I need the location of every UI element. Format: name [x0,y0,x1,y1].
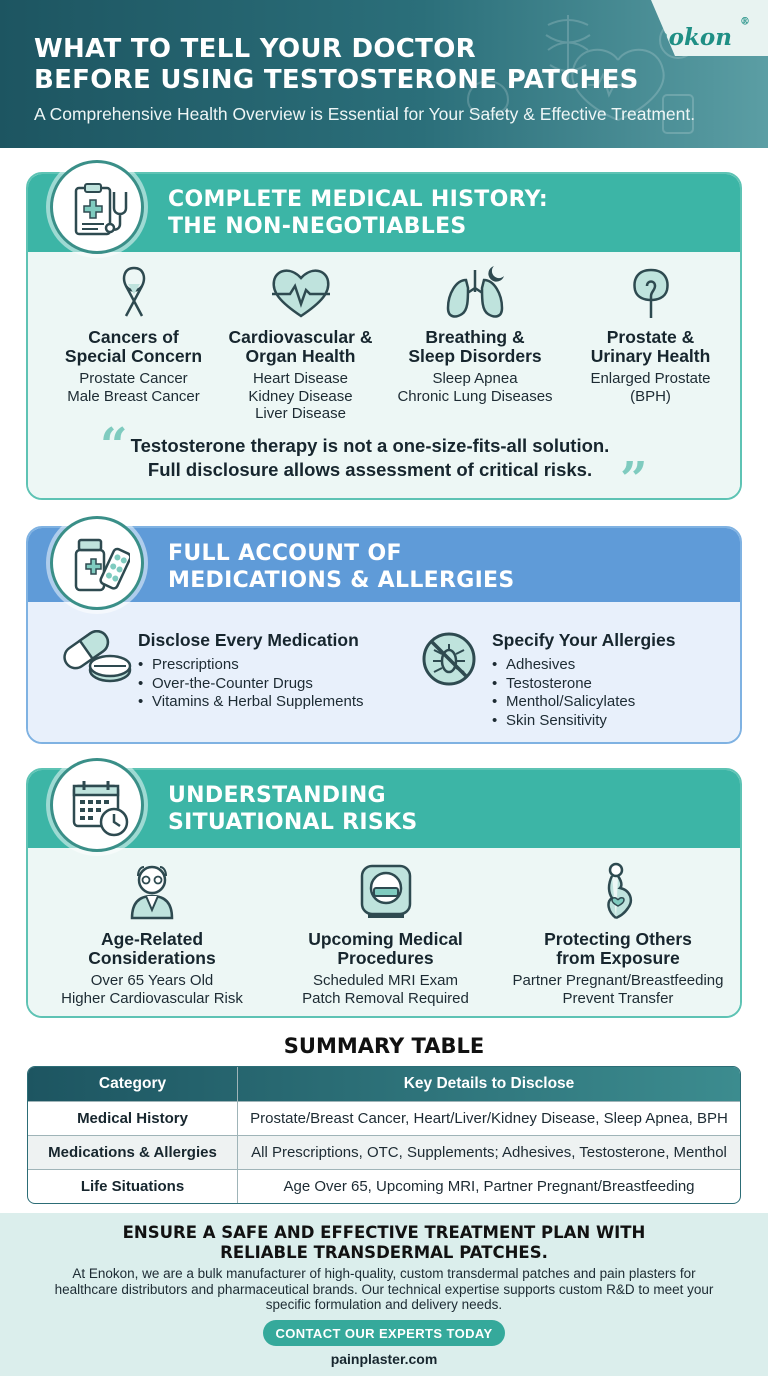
table-cell-category: Medical History [28,1102,238,1135]
title-line-1: WHAT TO TELL YOUR DOCTOR [34,34,476,64]
medical-history-card: COMPLETE MEDICAL HISTORY: THE NON-NEGOTI… [26,172,742,500]
lungs-moon-icon [446,266,504,318]
page-subtitle: A Comprehensive Health Overview is Essen… [34,104,696,124]
footer: ENSURE A SAFE AND EFFECTIVE TREATMENT PL… [0,1213,768,1376]
section-title: COMPLETE MEDICAL HISTORY: THE NON-NEGOTI… [168,187,549,239]
table-header-cell: Key Details to Disclose [403,1075,575,1092]
column-items: Sleep Apnea Chronic Lung Diseases [397,370,553,405]
footer-text: At Enokon, we are a bulk manufacturer of… [54,1266,714,1312]
history-column-cancers: Cancers of Special Concern Prostate Canc… [46,264,221,405]
situational-risks-card: UNDERSTANDING SITUATIONAL RISKS Age-Rela… [26,768,742,1018]
section-title: FULL ACCOUNT OF MEDICATIONS & ALLERGIES [168,541,515,593]
table-header-cell: Category [28,1067,238,1101]
pills-icon [63,629,132,683]
section-header [28,174,740,252]
table-row: Medications & Allergies All Prescription… [28,1135,740,1169]
history-quote: Testosterone therapy is not a one-size-f… [130,435,610,480]
column-items: Enlarged Prostate (BPH) [590,370,711,405]
table-cell-category: Life Situations [28,1170,238,1203]
column-title: Prostate & Urinary Health [590,327,711,366]
list-item: Prescriptions [138,656,408,675]
column-items: Over 65 Years Old Higher Cardiovascular … [61,972,243,1007]
column-title: Cardiovascular & Organ Health [228,327,373,366]
elderly-man-icon [130,865,174,920]
section-title: UNDERSTANDING SITUATIONAL RISKS [168,783,418,835]
medications-card: FULL ACCOUNT OF MEDICATIONS & ALLERGIES … [26,526,742,744]
medications-title: Disclose Every Medication [138,630,359,650]
clipboard-stethoscope-icon [74,183,128,236]
medication-bottle-badge [50,516,144,610]
history-column-breathing: Breathing & Sleep Disorders Sleep Apnea … [390,264,560,405]
section-header [28,770,740,848]
summary-table: Category Key Details to Disclose Medical… [27,1066,741,1204]
column-title: Cancers of Special Concern [64,327,203,366]
section-body [28,252,740,498]
table-cell-category: Medications & Allergies [28,1136,238,1169]
table-row: Medical History Prostate/Breast Cancer, … [28,1101,740,1135]
column-title: Protecting Others from Exposure [544,929,692,968]
list-item: Skin Sensitivity [492,712,732,731]
calendar-clock-icon [72,781,129,837]
ribbon-icon [122,266,145,317]
list-item: Over-the-Counter Drugs [138,675,408,694]
title-line-2: BEFORE USING TESTOSTERONE PATCHES [34,65,639,95]
pregnant-woman-icon [607,862,632,920]
column-title: Breathing & Sleep Disorders [408,327,542,366]
list-item: Adhesives [492,656,732,675]
list-item: Vitamins & Herbal Supplements [138,693,408,712]
column-items: Partner Pregnant/Breastfeeding Prevent T… [512,972,724,1007]
medications-list: Prescriptions Over-the-Counter Drugs Vit… [138,656,408,712]
list-item: Testosterone [492,675,732,694]
contact-experts-button[interactable]: CONTACT OUR EXPERTS TODAY [263,1320,505,1346]
table-cell-details: Age Over 65, Upcoming MRI, Partner Pregn… [283,1178,695,1195]
summary-title: SUMMARY TABLE [283,1034,485,1058]
clipboard-stethoscope-badge [50,160,144,254]
trademark-mark: ® [740,16,750,28]
history-column-prostate: Prostate & Urinary Health Enlarged Prost… [568,264,733,405]
calendar-clock-badge [50,758,144,852]
allergies-title: Specify Your Allergies [492,630,676,650]
table-cell-details: All Prescriptions, OTC, Supplements; Adh… [251,1144,727,1161]
list-item: Menthol/Salicylates [492,693,732,712]
quote-close-mark: ” [620,452,648,508]
situational-column-exposure: Protecting Others from Exposure Partner … [498,862,738,1007]
column-items: Heart Disease Kidney Disease Liver Disea… [248,370,353,422]
column-title: Age-Related Considerations [88,929,216,968]
table-row: Life Situations Age Over 65, Upcoming MR… [28,1169,740,1203]
table-cell-details: Prostate/Breast Cancer, Heart/Liver/Kidn… [250,1110,728,1127]
header-banner: WHAT TO TELL YOUR DOCTOR BEFORE USING TE… [0,0,768,148]
table-header-row: Category Key Details to Disclose [28,1067,740,1101]
heartbeat-icon [271,269,330,318]
column-title: Upcoming Medical Procedures [308,929,463,968]
quote-open-mark: “ [100,418,128,474]
history-column-cardiovascular: Cardiovascular & Organ Health Heart Dise… [218,264,383,423]
website-link[interactable]: painplaster.com [330,1351,438,1367]
column-items: Scheduled MRI Exam Patch Removal Require… [302,972,469,1007]
situational-column-age: Age-Related Considerations Over 65 Years… [42,862,262,1007]
situational-column-procedures: Upcoming Medical Procedures Scheduled MR… [278,862,493,1007]
prostate-icon [632,268,669,318]
allergies-list: Adhesives Testosterone Menthol/Salicylat… [492,656,732,730]
footer-title: ENSURE A SAFE AND EFFECTIVE TREATMENT PL… [122,1223,646,1262]
no-allergen-icon [422,632,476,686]
column-items: Prostate Cancer Male Breast Cancer [67,370,200,405]
medications-group: Disclose Every Medication Prescriptions … [138,630,408,712]
medicine-bottle-icon [74,538,130,592]
mri-scanner-icon [360,864,411,918]
allergies-group: Specify Your Allergies Adhesives Testost… [492,630,732,730]
page-title: WHAT TO TELL YOUR DOCTOR BEFORE USING TE… [34,34,674,96]
section-header [28,528,740,602]
